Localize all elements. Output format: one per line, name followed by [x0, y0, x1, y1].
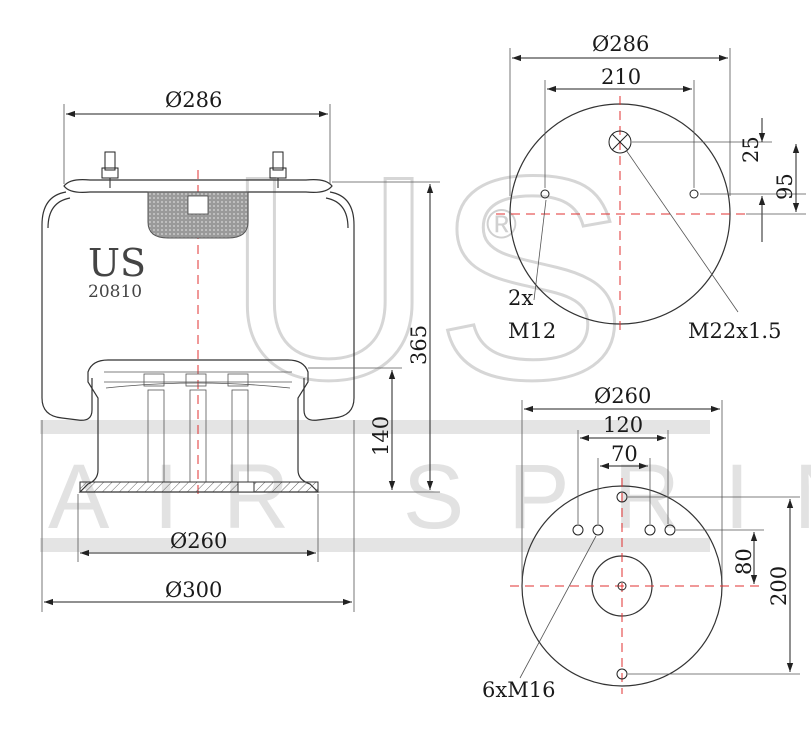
brand-part-number: 20810: [88, 282, 142, 302]
dim-top-offset-95-label: 95: [773, 173, 797, 200]
dim-bottom-spacing-70: 70: [597, 442, 651, 524]
hole-center: [617, 581, 627, 591]
dim-stud-spacing: 210: [544, 65, 695, 188]
air-fitting-hole: [608, 130, 632, 154]
bellows-right-wall: [303, 191, 355, 421]
piston-dome: [105, 382, 291, 389]
dim-top-view-diameter-label: Ø286: [592, 32, 649, 56]
dim-piston-height-label: 140: [369, 416, 393, 456]
dim-piston-diameter: Ø260: [77, 494, 319, 562]
top-stud-left: [101, 151, 119, 188]
dim-top-view-diameter: Ø286: [509, 32, 731, 196]
dim-bottom-offset-200-label: 200: [767, 566, 791, 606]
piston-base-plate: [79, 481, 319, 493]
piston: [78, 359, 320, 493]
leader-stud: [533, 199, 547, 301]
hole-right-inner: [644, 524, 656, 536]
watermark-letters: US: [225, 116, 628, 440]
watermark: US ® AIR SPRING: [40, 115, 811, 552]
dim-height: 365: [318, 181, 440, 493]
bottom-holes: [572, 491, 676, 680]
top-view: Ø286 210 25 95 2x M12 M22x1.5: [496, 32, 806, 343]
dim-top-diameter-label: Ø286: [165, 88, 222, 112]
dim-top-offset-95: 95: [746, 144, 806, 215]
hole-left-outer: [572, 524, 584, 536]
internal-bumper: [147, 191, 249, 239]
bumper-insert: [187, 195, 209, 215]
watermark-bar-top: [40, 420, 710, 434]
label-stud-qty: 2x: [508, 286, 533, 310]
dim-base-diameter: Ø300: [41, 420, 355, 612]
dim-top-offset-25-label: 25: [739, 136, 763, 163]
dim-bottom-spacing-120: 120: [577, 413, 669, 524]
watermark-bar-bottom: [40, 538, 710, 552]
label-stud-thread: M12: [508, 319, 556, 343]
dim-bottom-diameter: Ø260: [521, 384, 723, 580]
piston-base-hole: [237, 481, 255, 493]
label-bottom-holes: 6xM16: [482, 678, 555, 702]
label-air-fitting: M22x1.5: [688, 319, 781, 343]
brand-name: US: [88, 241, 146, 285]
hole-right-outer: [664, 524, 676, 536]
bellows-right-inner: [325, 197, 349, 229]
dim-top-offset-25: 25: [632, 118, 806, 242]
dim-bottom-offset-80-label: 80: [732, 548, 756, 575]
dim-bottom-spacing-70-label: 70: [611, 442, 638, 466]
dim-bottom-diameter-label: Ø260: [594, 384, 651, 408]
dim-bottom-spacing-120-label: 120: [603, 413, 643, 437]
dim-piston-height: 140: [308, 367, 402, 490]
dim-base-diameter-label: Ø300: [165, 578, 222, 602]
bellows-left-inner: [47, 197, 71, 229]
stud-hole-left: [540, 189, 550, 199]
hole-top: [616, 491, 628, 503]
dim-bottom-offset-80: 80: [676, 529, 764, 584]
hole-left-inner: [592, 524, 604, 536]
side-view: US 20810 Ø286 365 140 Ø260: [41, 88, 440, 612]
dim-bottom-offset-200: 200: [628, 496, 800, 675]
watermark-registered-mark: ®: [486, 200, 517, 247]
leader-bottom-holes: [519, 535, 597, 679]
leader-fitting: [625, 149, 739, 313]
dim-piston-diameter-label: Ø260: [170, 529, 227, 553]
bottom-view: Ø260 120 70 80 200: [482, 384, 800, 702]
stud-hole-right: [689, 189, 699, 199]
piston-top-plate: [104, 371, 292, 383]
dim-stud-spacing-label: 210: [601, 65, 641, 89]
bellows-left-wall: [41, 191, 93, 421]
hole-bottom: [616, 668, 628, 680]
dim-top-diameter: Ø286: [63, 88, 331, 184]
top-bead-plate: [63, 179, 333, 193]
dim-height-label: 365: [407, 325, 431, 365]
